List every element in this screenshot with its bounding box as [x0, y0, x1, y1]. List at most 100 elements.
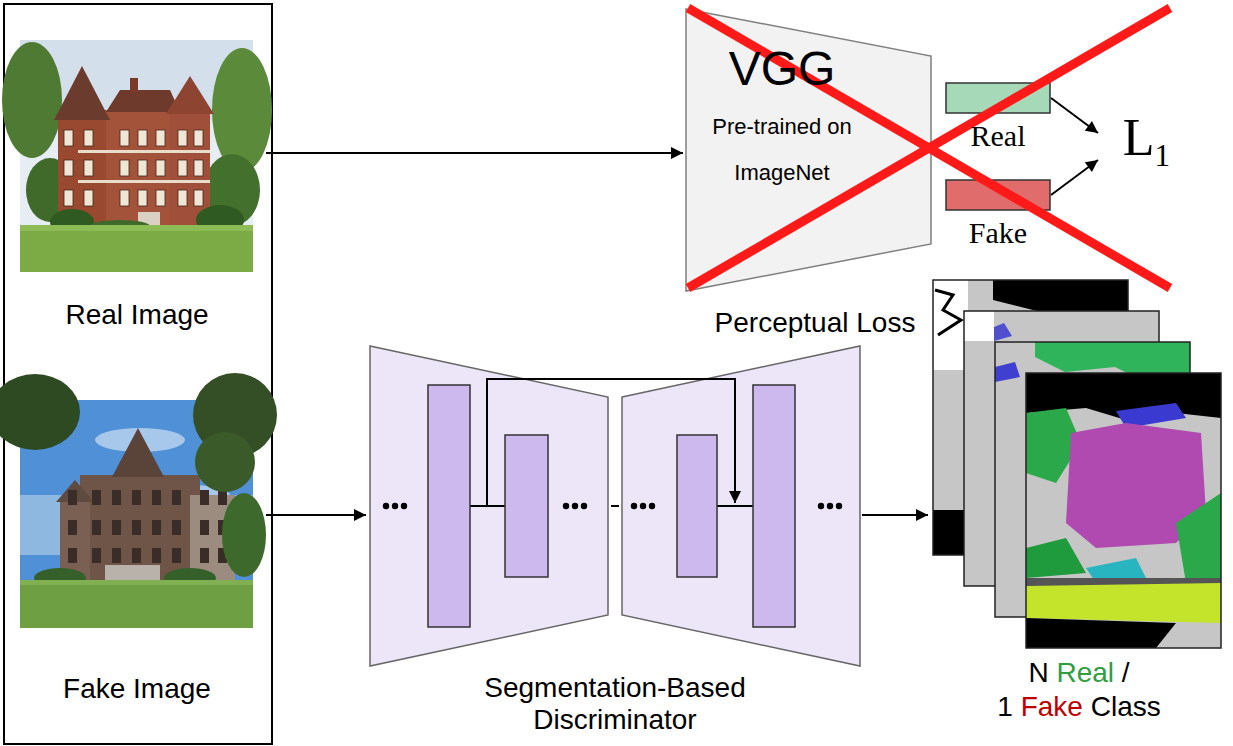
- layer-block: [428, 385, 470, 627]
- text-group: N Real / 1 Fake Class: [930, 278, 1228, 723]
- shape: [222, 493, 266, 577]
- ellipsis-dot: [401, 503, 407, 509]
- shape: [1026, 538, 1086, 578]
- shape: [60, 500, 90, 580]
- vgg-trapezoid: [686, 9, 931, 291]
- shape: [2, 42, 62, 158]
- text-part: /: [1122, 657, 1130, 688]
- node-title: Segmentation-Based Discriminator: [450, 672, 780, 736]
- node-title: Fake: [945, 215, 1051, 251]
- fake-feature-bar: Fake: [945, 179, 1051, 251]
- layer-block: [753, 385, 795, 627]
- node-title: Real Image: [8, 298, 266, 332]
- shape: [112, 520, 121, 535]
- text-part: N: [1028, 657, 1056, 688]
- arrow-connector: [266, 152, 683, 154]
- node-title: N Real / 1 Fake Class: [930, 656, 1228, 723]
- text-group: Fake Image: [8, 400, 266, 706]
- shape: [92, 548, 101, 563]
- ellipsis-dot: [383, 503, 389, 509]
- ellipsis-dot: [649, 503, 655, 509]
- shape: [68, 520, 77, 535]
- shape: [20, 580, 253, 628]
- feature-bar: [946, 180, 1050, 210]
- ellipsis-dot: [572, 503, 578, 509]
- node-art: [8, 40, 266, 272]
- feature-bar: [946, 83, 1050, 113]
- module-label: Perceptual Loss: [665, 306, 965, 340]
- shape: [138, 160, 147, 176]
- cross-line: [688, 8, 1170, 288]
- shape: [200, 490, 209, 505]
- text-group: L1: [1108, 108, 1185, 174]
- shape: [120, 130, 129, 146]
- shape: [172, 490, 181, 505]
- shape: [132, 520, 141, 535]
- node-subtitle: Pre-trained on ImageNet: [697, 104, 867, 196]
- text-part: 1: [997, 691, 1020, 722]
- node-title: Fake Image: [8, 672, 266, 706]
- shape: [172, 520, 181, 535]
- shape: [20, 580, 253, 585]
- ellipsis-dot: [827, 503, 833, 509]
- arrow-connector: [1051, 160, 1098, 195]
- node-art: [930, 278, 1228, 651]
- shape: [138, 190, 147, 206]
- node-title: VGG: [697, 43, 867, 96]
- segmentation-maps: N Real / 1 Fake Class: [930, 278, 1228, 723]
- shape: [106, 90, 180, 112]
- shape: [78, 150, 210, 153]
- arrow-connector: [1051, 98, 1098, 133]
- text-part: Class: [1091, 691, 1161, 722]
- shape: [120, 190, 129, 206]
- ellipsis-dot: [581, 503, 587, 509]
- text-part: L: [1123, 109, 1155, 166]
- shape: [130, 78, 138, 92]
- encoder-trapezoid: [370, 346, 608, 666]
- shape: [1026, 618, 1176, 648]
- shape: [84, 160, 93, 176]
- shape: [92, 490, 101, 505]
- text-part: Fake: [1021, 691, 1091, 722]
- shape: [1026, 373, 1221, 648]
- ellipsis-dot: [640, 503, 646, 509]
- shape: [112, 490, 121, 505]
- shape: [78, 180, 210, 183]
- shape: [105, 565, 160, 580]
- ellipsis-dot: [836, 503, 842, 509]
- shape: [112, 548, 121, 563]
- shape: [20, 225, 253, 231]
- node-art: [945, 179, 1051, 211]
- vgg-network: VGG Pre-trained on ImageNet: [685, 8, 932, 292]
- shape: [1026, 583, 1221, 623]
- layer-block: [677, 435, 717, 577]
- arrow-connector: [862, 514, 928, 516]
- shape: [218, 490, 227, 505]
- node-title: L1: [1108, 108, 1185, 174]
- shape: [200, 548, 209, 563]
- shape: [152, 548, 161, 563]
- layer-block: [505, 435, 548, 577]
- shape: [84, 130, 93, 146]
- shape: [84, 190, 93, 206]
- shape: [1026, 373, 1221, 648]
- ellipsis-dot: [818, 503, 824, 509]
- shape: [20, 225, 253, 272]
- shape: [212, 48, 272, 172]
- shape: [152, 520, 161, 535]
- ellipsis-dot: [563, 503, 569, 509]
- shape: [152, 490, 161, 505]
- fake-image: Fake Image: [8, 400, 266, 706]
- shape: [68, 490, 77, 505]
- shape: [54, 66, 110, 120]
- shape: [64, 160, 73, 176]
- shape: [170, 112, 210, 225]
- node-art: [8, 400, 266, 628]
- fake-photo: [0, 373, 277, 628]
- node-art: [368, 345, 862, 667]
- shape: [935, 290, 961, 335]
- segmentation-map: [1026, 373, 1221, 648]
- layer-link: [611, 505, 619, 507]
